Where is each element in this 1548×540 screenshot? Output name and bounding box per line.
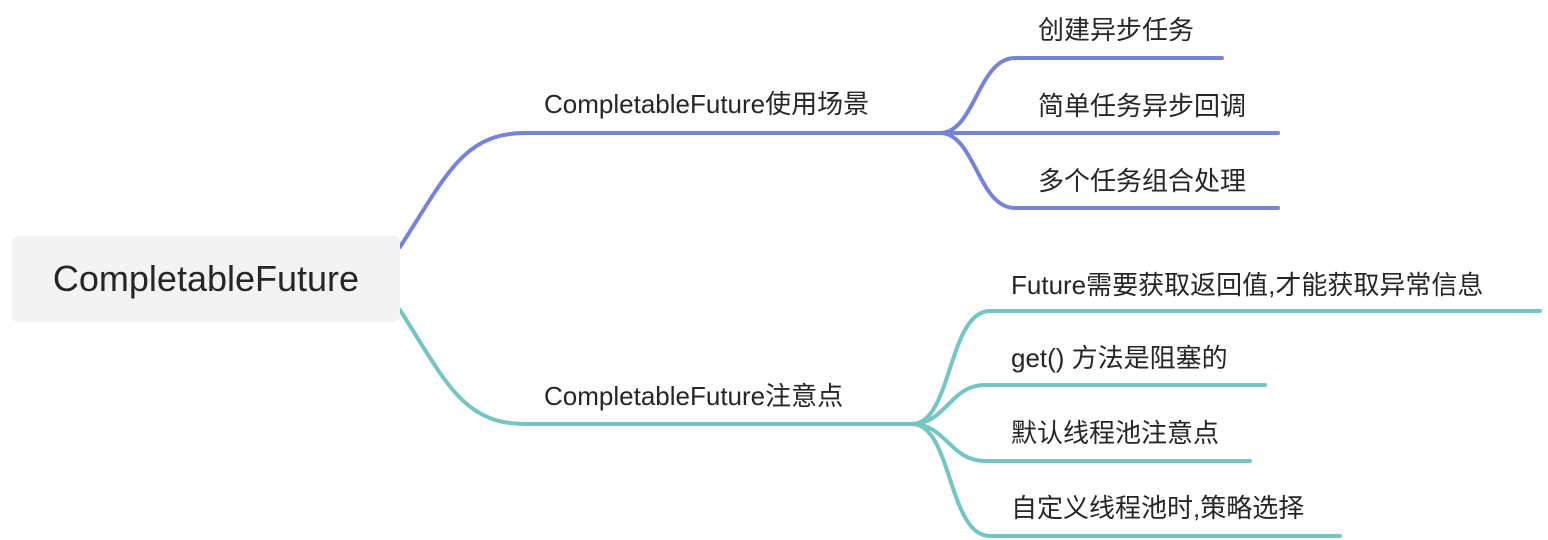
- topic-node: 自定义线程池时,策略选择: [1011, 493, 1305, 523]
- connector-usage-to-child-3: [938, 131, 1280, 210]
- branch-label-caveats: CompletableFuture注意点: [544, 381, 844, 411]
- branch-label-usage-scenarios: CompletableFuture使用场景: [544, 89, 870, 119]
- topic-node: 默认线程池注意点: [1011, 418, 1220, 448]
- topic-node: 创建异步任务: [1038, 15, 1195, 45]
- topic-node: Future需要获取返回值,才能获取异常信息: [1011, 270, 1484, 300]
- topic-node: 多个任务组合处理: [1038, 166, 1247, 196]
- connector-caveats-to-child-2: [910, 383, 1267, 426]
- connector-usage-to-child-1: [938, 56, 1224, 135]
- connector-root-to-usage-scenarios: [398, 131, 942, 249]
- topic-node: get() 方法是阻塞的: [1011, 343, 1228, 373]
- root-node: CompletableFuture: [12, 236, 400, 322]
- topic-node: 简单任务异步回调: [1038, 91, 1247, 121]
- connector-root-to-caveats: [398, 308, 914, 426]
- connector-caveats-to-child-1: [910, 309, 1542, 426]
- root-node-label: CompletableFuture: [52, 258, 360, 299]
- connector-caveats-to-child-4: [910, 422, 1342, 538]
